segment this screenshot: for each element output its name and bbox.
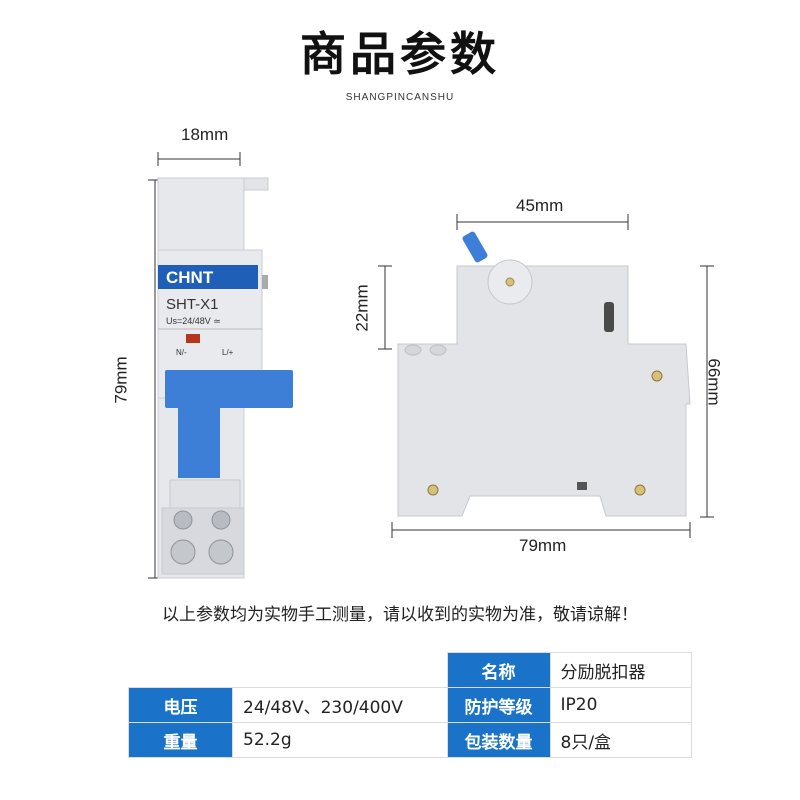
device-model-label: SHT-X1 <box>166 296 219 313</box>
measurement-note: 以上参数均为实物手工测量，请以收到的实物为准，敬请谅解！ <box>162 605 638 625</box>
dim-side-top-width: 45mm <box>516 196 564 215</box>
spec-name-label: 名称 <box>446 652 551 688</box>
spec-package-value: 8只/盒 <box>549 722 692 758</box>
terminal-right-label: L/+ <box>222 348 234 357</box>
device-voltage-label: Us=24/48V ≃ <box>166 316 221 326</box>
spec-protection-value: IP20 <box>549 687 692 723</box>
page-title: 商品参数 <box>300 27 500 81</box>
device-brand-label: CHNT <box>166 268 214 287</box>
dim-front-width: 18mm <box>181 125 229 144</box>
spec-name-value: 分励脱扣器 <box>549 652 692 688</box>
spec-table: 名称 分励脱扣器 电压 24/48V、230/400V 防护等级 IP20 重量… <box>128 652 692 758</box>
spec-protection-label: 防护等级 <box>446 687 551 723</box>
spec-weight-label: 重量 <box>128 722 233 758</box>
table-row: 电压 24/48V、230/400V 防护等级 IP20 <box>128 687 692 723</box>
dim-side-width: 79mm <box>519 536 567 555</box>
spec-weight-value: 52.2g <box>232 722 448 758</box>
spec-voltage-value: 24/48V、230/400V <box>232 687 448 723</box>
spec-package-label: 包装数量 <box>446 722 551 758</box>
table-row: 重量 52.2g 包装数量 8只/盒 <box>128 722 692 758</box>
terminal-left-label: N/- <box>176 348 187 357</box>
page-subtitle: SHANGPINCANSHU <box>345 92 455 103</box>
spec-voltage-label: 电压 <box>128 687 233 723</box>
table-row: 名称 分励脱扣器 <box>128 652 692 688</box>
